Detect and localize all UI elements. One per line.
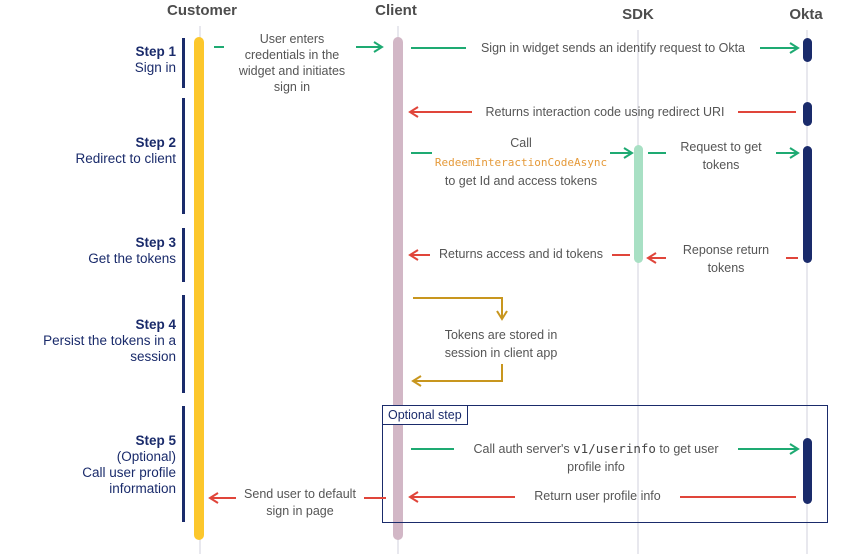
step-5-bracket [182,406,185,522]
optional-step-box [382,405,828,523]
sdk-activation-bar [634,145,643,263]
step-2-bracket [182,98,185,214]
lifeline-sdk [637,30,639,554]
msg-return-user-profile: Return user profile info [534,489,661,503]
okta-activation-bar-3 [803,146,812,263]
msg-identify-request: Sign in widget sends an identify request… [480,41,746,55]
okta-activation-bar-4 [803,438,812,504]
step-1-bracket [182,38,185,88]
step-3-bracket [182,228,185,282]
lane-title-sdk: SDK [622,6,654,23]
lifeline-okta [806,30,808,554]
customer-activation-bar [194,37,204,540]
lane-title-okta: Okta [789,6,823,23]
step-4-bracket [182,295,185,393]
msg-returns-interaction-code: Returns interaction code using redirect … [485,105,725,119]
okta-activation-bar-2 [803,102,812,126]
msg-returns-access-id-tokens: Returns access and id tokens [439,247,603,261]
optional-step-label: Optional step [382,405,468,425]
okta-activation-bar-1 [803,38,812,62]
arrow-store-tokens-loop [411,297,508,387]
lane-title-customer: Customer [166,2,237,19]
msg-call-redeem: Call RedeemInteractionCodeAsync to get I… [434,136,608,188]
lane-title-client: Client [375,2,417,19]
client-activation-bar [393,37,403,540]
msg-call-userinfo: Call auth server's v1/userinfo to get us… [473,441,719,474]
